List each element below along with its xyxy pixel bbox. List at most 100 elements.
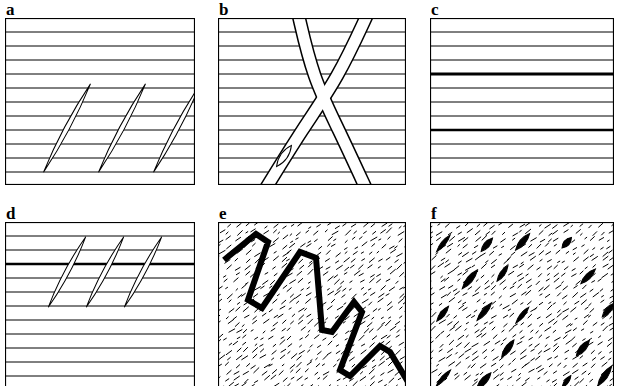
foliation-dash bbox=[582, 339, 585, 341]
foliation-dash bbox=[269, 364, 273, 366]
foliation-dash bbox=[353, 251, 358, 254]
foliation-dash bbox=[563, 372, 569, 376]
foliation-dash bbox=[489, 225, 494, 229]
foliation-dash bbox=[458, 261, 462, 264]
folded-vein bbox=[224, 234, 406, 382]
foliation-dash bbox=[458, 335, 464, 340]
foliation-dash bbox=[317, 345, 321, 348]
foliation-dash bbox=[491, 363, 496, 366]
bedding-line bbox=[5, 236, 195, 237]
foliation-dash bbox=[308, 282, 311, 284]
foliation-dash bbox=[369, 369, 375, 374]
foliation-dash bbox=[246, 363, 250, 366]
foliation-dash bbox=[518, 284, 522, 288]
foliation-dash bbox=[474, 379, 478, 381]
foliation-dash bbox=[305, 299, 311, 304]
foliation-dash bbox=[458, 273, 462, 275]
foliation-dash bbox=[259, 344, 263, 346]
foliation-dash bbox=[513, 282, 517, 285]
foliation-dash bbox=[326, 267, 331, 270]
foliation-dash bbox=[453, 289, 457, 292]
foliation-dash bbox=[547, 273, 549, 275]
foliation-dash bbox=[246, 231, 249, 233]
foliation-dash bbox=[398, 378, 401, 380]
foliation-dash bbox=[510, 313, 515, 317]
foliation-dash bbox=[450, 326, 456, 330]
foliation-dash bbox=[234, 371, 239, 374]
foliation-dash bbox=[530, 358, 534, 361]
foliation-dash bbox=[342, 295, 346, 298]
foliation-dash bbox=[598, 352, 601, 355]
foliation-dash bbox=[241, 383, 246, 386]
tension-gash bbox=[84, 236, 126, 309]
foliation-dash bbox=[475, 330, 480, 333]
foliation-dash bbox=[229, 343, 232, 345]
foliation-dash bbox=[537, 267, 541, 270]
foliation-dash bbox=[295, 294, 301, 298]
foliation-dash bbox=[244, 315, 249, 318]
foliation-dash bbox=[287, 328, 290, 331]
foliation-dash bbox=[370, 237, 377, 241]
foliation-dash bbox=[565, 330, 571, 333]
foliation-dash bbox=[456, 362, 461, 367]
foliation-dash bbox=[328, 276, 334, 281]
foliation-dash bbox=[241, 356, 248, 360]
foliation-dash bbox=[544, 372, 548, 375]
foliation-dash bbox=[581, 245, 584, 247]
panel-f bbox=[430, 222, 614, 386]
foliation-dash bbox=[439, 287, 445, 290]
foliation-dash bbox=[571, 337, 575, 341]
foliation-dash bbox=[342, 223, 346, 226]
foliation-dash bbox=[315, 358, 317, 360]
boudin bbox=[475, 301, 494, 322]
foliation-dash bbox=[489, 251, 494, 255]
foliation-dash bbox=[520, 224, 525, 227]
foliation-dash bbox=[394, 246, 397, 249]
foliation-dash bbox=[521, 252, 527, 256]
foliation-dash bbox=[462, 307, 467, 310]
foliation-dash bbox=[501, 343, 503, 345]
foliation-dash bbox=[441, 258, 445, 261]
foliation-dash bbox=[273, 344, 276, 347]
foliation-dash bbox=[273, 383, 279, 386]
foliation-dash bbox=[555, 285, 561, 289]
foliation-dash bbox=[565, 358, 568, 359]
foliation-dash bbox=[344, 267, 349, 271]
foliation-dash bbox=[274, 251, 277, 253]
foliation-dash bbox=[219, 355, 225, 360]
foliation-dash bbox=[237, 230, 242, 235]
foliation-dash bbox=[350, 281, 353, 283]
panel-letter: a bbox=[4, 1, 17, 18]
foliation-dash bbox=[466, 335, 469, 337]
foliation-dash bbox=[458, 300, 461, 303]
foliation-dash bbox=[308, 384, 313, 386]
foliation-dash bbox=[463, 293, 468, 296]
foliation-dash bbox=[512, 358, 515, 361]
foliation-dash bbox=[296, 301, 299, 304]
foliation-dash bbox=[492, 231, 496, 235]
foliation-dash bbox=[387, 236, 390, 239]
foliation-dash bbox=[606, 384, 612, 386]
foliation-dash bbox=[580, 379, 584, 383]
foliation-dash bbox=[510, 293, 516, 296]
foliation-dash bbox=[269, 286, 272, 288]
foliation-dash bbox=[553, 238, 558, 241]
foliation-dash bbox=[608, 338, 612, 341]
foliation-dash bbox=[363, 293, 366, 296]
foliation-dash bbox=[399, 342, 404, 345]
foliation-dash bbox=[557, 363, 561, 366]
foliation-dash bbox=[242, 284, 247, 288]
panel-e bbox=[218, 222, 406, 386]
foliation-dash bbox=[465, 328, 467, 330]
foliation-dash bbox=[235, 322, 240, 326]
foliation-dash bbox=[472, 293, 479, 297]
foliation-dash bbox=[526, 274, 529, 276]
bedding-line bbox=[5, 306, 195, 307]
foliation-dash bbox=[297, 356, 302, 360]
foliation-dash bbox=[436, 334, 440, 338]
foliation-dash bbox=[229, 308, 234, 312]
foliation-dash bbox=[444, 277, 449, 281]
foliation-dash bbox=[316, 363, 320, 367]
foliation-dash bbox=[327, 352, 331, 355]
foliation-dash bbox=[603, 256, 608, 260]
